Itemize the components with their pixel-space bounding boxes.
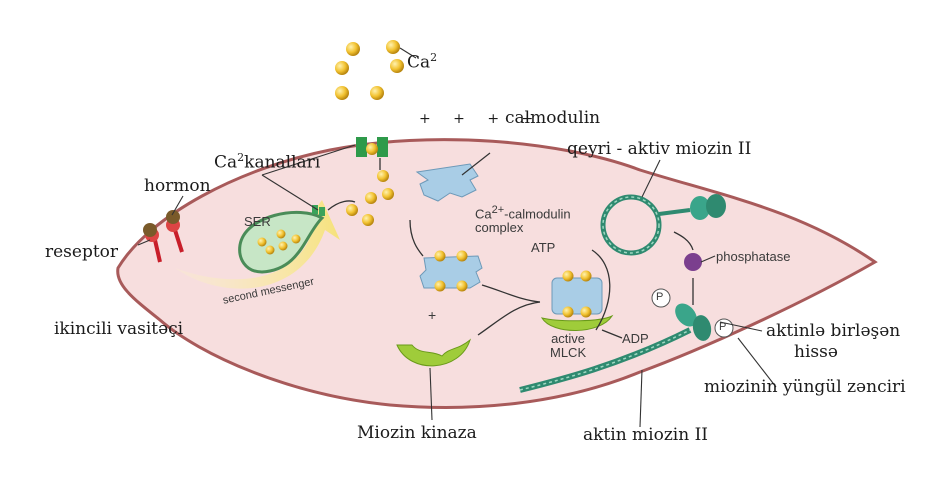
actin-myosin-label: aktin miozin II: [583, 425, 709, 445]
arrow: [591, 249, 611, 331]
phosphatase-icon: [684, 253, 702, 271]
myosin-kinase-label: Miozin kinaza: [357, 423, 477, 443]
active-mlck-icon: [540, 270, 614, 331]
ser-organelle: [238, 205, 325, 274]
arrow: [409, 219, 424, 257]
hormone-icon: [143, 210, 180, 237]
plus-sign: +: [428, 307, 437, 323]
calmodulin-label: calmodulin: [505, 108, 601, 128]
arrow: [481, 284, 541, 303]
ser-label: SER: [244, 214, 271, 229]
ca-channels-label: Ca2kanalları: [214, 151, 321, 173]
inactive-myosin-label: qeyri - aktiv miozin II: [567, 139, 752, 159]
ca-ions-inside: [346, 170, 394, 226]
myosin-kinase-icon: [396, 338, 471, 367]
arrow: [601, 329, 623, 339]
p-marker-2: P: [719, 321, 727, 333]
adp-label: ADP: [622, 331, 649, 346]
ca-calmodulin-complex-icon: [419, 250, 483, 292]
p-marker-1: P: [656, 291, 664, 303]
receptor-label: reseptor: [45, 242, 119, 262]
ca-ion-label: Ca2: [407, 51, 438, 73]
ca-ions-outside: [335, 40, 404, 100]
leader-lines: [137, 47, 777, 428]
cell-membrane: [116, 138, 878, 409]
atp-label: ATP: [531, 240, 556, 255]
actin-filament: [519, 327, 692, 393]
arrow: [477, 301, 541, 336]
phosphatase-label: phosphatase: [716, 249, 791, 264]
second-messenger-arrow: [175, 200, 340, 289]
arrow: [673, 231, 694, 251]
second-messenger-az-label: ikincili vasitəçi: [54, 319, 184, 339]
ca-channel-icon: [356, 137, 388, 157]
hormone-label: hormon: [144, 176, 211, 196]
membrane-charges: + + + +: [419, 111, 543, 127]
calmodulin-icon: [415, 163, 479, 202]
arrow: [327, 200, 356, 211]
inactive-myosin-icon: [600, 194, 726, 256]
light-chain-label: miozinin yüngül zənciri: [704, 377, 906, 397]
active-myosin-icon: [651, 288, 734, 341]
leader-line: [461, 152, 491, 176]
